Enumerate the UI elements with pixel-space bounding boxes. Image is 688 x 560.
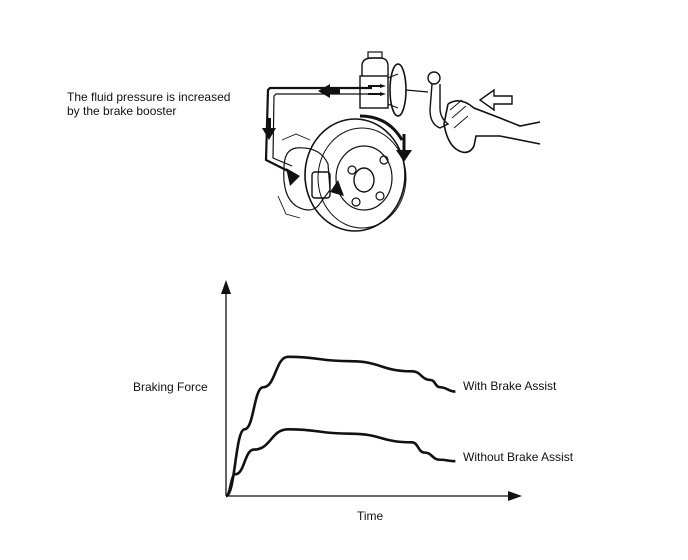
driver-foot: [443, 100, 541, 154]
pedal-pivot: [427, 71, 441, 85]
brake-rotor: [304, 118, 406, 232]
x-axis-arrowhead: [508, 491, 522, 501]
illustration-caption: The fluid pressure is increased by the b…: [67, 90, 230, 118]
series-label-with-brake-assist: With Brake Assist: [463, 379, 557, 393]
caliper-press-arrow-2: [330, 180, 344, 196]
x-axis-label: Time: [357, 509, 384, 523]
series-label-without-brake-assist: Without Brake Assist: [463, 450, 574, 464]
fluid-flow-arrow-down: [262, 128, 276, 140]
series-line-with-brake-assist: [225, 355, 456, 498]
pedal-force-arrow: [478, 88, 513, 112]
wheel-hub: [353, 167, 375, 193]
caption-line-2: by the brake booster: [67, 104, 177, 118]
y-axis-label: Braking Force: [133, 380, 208, 394]
brake-pad: [311, 171, 331, 199]
caption-line-1: The fluid pressure is increased: [67, 90, 231, 104]
y-axis-arrowhead: [221, 280, 231, 294]
master-cylinder: [359, 75, 389, 109]
caliper-press-arrow-1: [286, 168, 300, 186]
fluid-flow-arrow-left: [318, 84, 340, 98]
axes: [225, 292, 510, 497]
brake-caliper: [283, 147, 331, 211]
series-line-without-brake-assist: [225, 428, 456, 498]
brake-fluid-line: [264, 86, 372, 173]
